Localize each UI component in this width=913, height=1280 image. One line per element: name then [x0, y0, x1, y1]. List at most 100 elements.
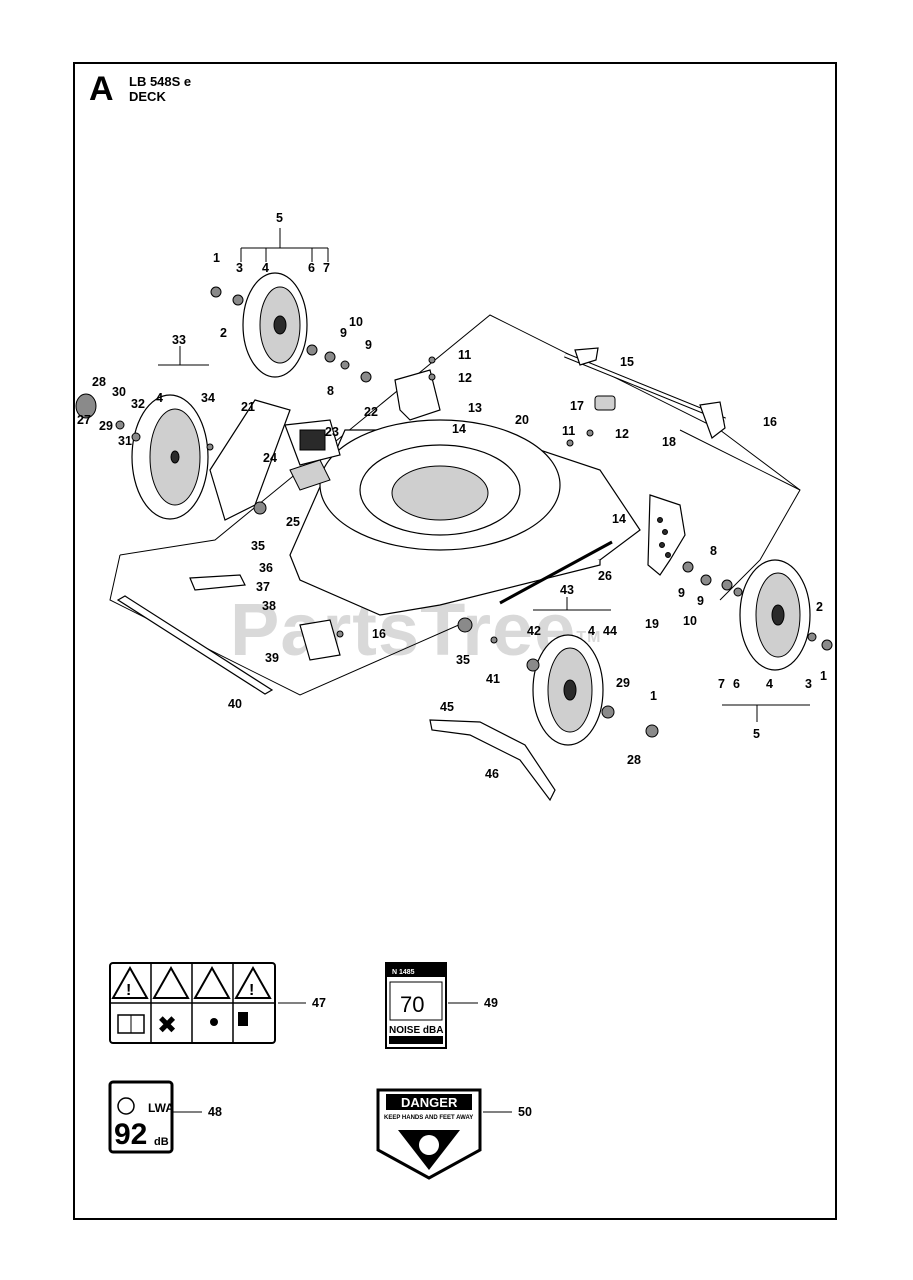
- callout-24: 24: [263, 451, 277, 465]
- callout-16-left: 16: [372, 627, 386, 641]
- callout-48: 48: [208, 1105, 222, 1119]
- model-number: LB 548S e: [129, 74, 192, 89]
- warning-triangle-icon: [152, 965, 190, 999]
- callout-3-top: 3: [236, 261, 243, 275]
- callout-42: 42: [527, 624, 541, 638]
- sound-power-value: 92: [114, 1118, 147, 1151]
- callout-31: 31: [118, 434, 132, 448]
- hardware-parts: [115, 286, 833, 738]
- callout-5-right: 5: [753, 727, 760, 741]
- callout-19: 19: [645, 617, 659, 631]
- callout-38: 38: [262, 599, 276, 613]
- callout-1-front: 1: [650, 689, 657, 703]
- height-adjust-plate[interactable]: [647, 494, 686, 576]
- callout-15: 15: [620, 355, 634, 369]
- callout-33: 33: [172, 333, 186, 347]
- person-icon: [210, 1018, 218, 1026]
- danger-decal[interactable]: DANGER KEEP HANDS AND FEET AWAY: [376, 1088, 482, 1180]
- height-rod[interactable]: [499, 540, 613, 605]
- callout-9-top-a: 9: [340, 326, 347, 340]
- sound-power-decal[interactable]: LWA 92 dB: [108, 1080, 174, 1154]
- front-axle-bracket[interactable]: [189, 574, 246, 591]
- callout-18: 18: [662, 435, 676, 449]
- callout-37: 37: [256, 580, 270, 594]
- callout-7-top: 7: [323, 261, 330, 275]
- callout-5-top: 5: [276, 211, 283, 225]
- noise-value: 70: [400, 992, 424, 1017]
- top-wheel[interactable]: [242, 272, 308, 378]
- callout-44: 44: [603, 624, 617, 638]
- callout-4-right: 4: [766, 677, 773, 691]
- callout-4-top: 4: [262, 261, 269, 275]
- front-lever-bracket[interactable]: [299, 619, 341, 661]
- callout-12-top: 12: [458, 371, 472, 385]
- warning-triangle-icon: [111, 965, 149, 999]
- callout-36: 36: [259, 561, 273, 575]
- callout-14-mid: 14: [612, 512, 626, 526]
- drive-housing[interactable]: [209, 399, 341, 521]
- callout-28-left: 28: [92, 375, 106, 389]
- callout-32: 32: [131, 397, 145, 411]
- callout-41: 41: [486, 672, 500, 686]
- callout-30: 30: [112, 385, 126, 399]
- noise-unit: NOISE dBA: [389, 1025, 443, 1036]
- callout-8-top: 8: [327, 384, 334, 398]
- sound-power-unit: dB: [154, 1136, 169, 1148]
- callout-26: 26: [598, 569, 612, 583]
- callout-34: 34: [201, 391, 215, 405]
- callout-25: 25: [286, 515, 300, 529]
- callout-47: 47: [312, 996, 326, 1010]
- section-letter: A: [89, 70, 114, 108]
- callout-12-mid: 12: [615, 427, 629, 441]
- callout-43: 43: [560, 583, 574, 597]
- callout-14-top: 14: [452, 422, 466, 436]
- warning-triangle-icon: [234, 965, 272, 999]
- callout-1-right: 1: [820, 669, 827, 683]
- front-wheel[interactable]: [532, 634, 604, 746]
- warning-triangle-icon: [193, 965, 231, 999]
- danger-line1: KEEP HANDS AND FEET AWAY: [384, 1115, 473, 1121]
- sound-icon: [117, 1097, 135, 1115]
- right-rear-wheel[interactable]: [739, 559, 811, 671]
- callout-22: 22: [364, 405, 378, 419]
- svg-text:!: !: [249, 982, 254, 999]
- deck-skirt[interactable]: [429, 719, 556, 802]
- callout-23: 23: [325, 425, 339, 439]
- noise-decal-top: N 1485: [392, 969, 415, 976]
- hand-icon: [419, 1135, 439, 1155]
- diagram-frame: [73, 62, 837, 1220]
- callout-2-top: 2: [220, 326, 227, 340]
- callout-13: 13: [468, 401, 482, 415]
- rear-rod-clip[interactable]: [594, 395, 616, 411]
- blade-icon: ✖: [157, 1012, 177, 1039]
- callout-7-right: 7: [718, 677, 725, 691]
- mower-deck[interactable]: [289, 419, 641, 616]
- front-bar[interactable]: [116, 595, 274, 695]
- callout-4-front: 4: [588, 624, 595, 638]
- danger-title: DANGER: [401, 1095, 458, 1110]
- callout-11-top: 11: [458, 348, 471, 362]
- callout-29-left: 29: [99, 419, 113, 433]
- noise-decal[interactable]: N 1485 70 NOISE dBA: [385, 962, 447, 1049]
- callout-46: 46: [485, 767, 499, 781]
- sound-power-label: LWA: [148, 1101, 174, 1115]
- callout-10-top: 10: [349, 315, 363, 329]
- bracket[interactable]: [394, 369, 441, 421]
- callout-45: 45: [440, 700, 454, 714]
- plug-icon: [238, 1012, 248, 1026]
- callout-8-right: 8: [710, 544, 717, 558]
- callout-numbers: 5 1 3 4 6 7 2 10 9 9 8 11 12 13 14 15 16…: [77, 211, 827, 1119]
- left-rear-wheel[interactable]: [131, 394, 209, 520]
- rear-axle-rod[interactable]: [564, 347, 726, 439]
- callout-2-right: 2: [816, 600, 823, 614]
- warning-decal[interactable]: ! ! ✖: [109, 962, 276, 1044]
- wheel-cap[interactable]: [75, 393, 97, 419]
- callout-17: 17: [570, 399, 584, 413]
- callout-6-right: 6: [733, 677, 740, 691]
- callout-49: 49: [484, 996, 498, 1010]
- callout-20: 20: [515, 413, 529, 427]
- model-title: LB 548S e DECK: [129, 74, 191, 104]
- callout-11-mid: 11: [562, 424, 575, 438]
- callout-9-right-a: 9: [678, 586, 685, 600]
- callout-29-front: 29: [616, 676, 630, 690]
